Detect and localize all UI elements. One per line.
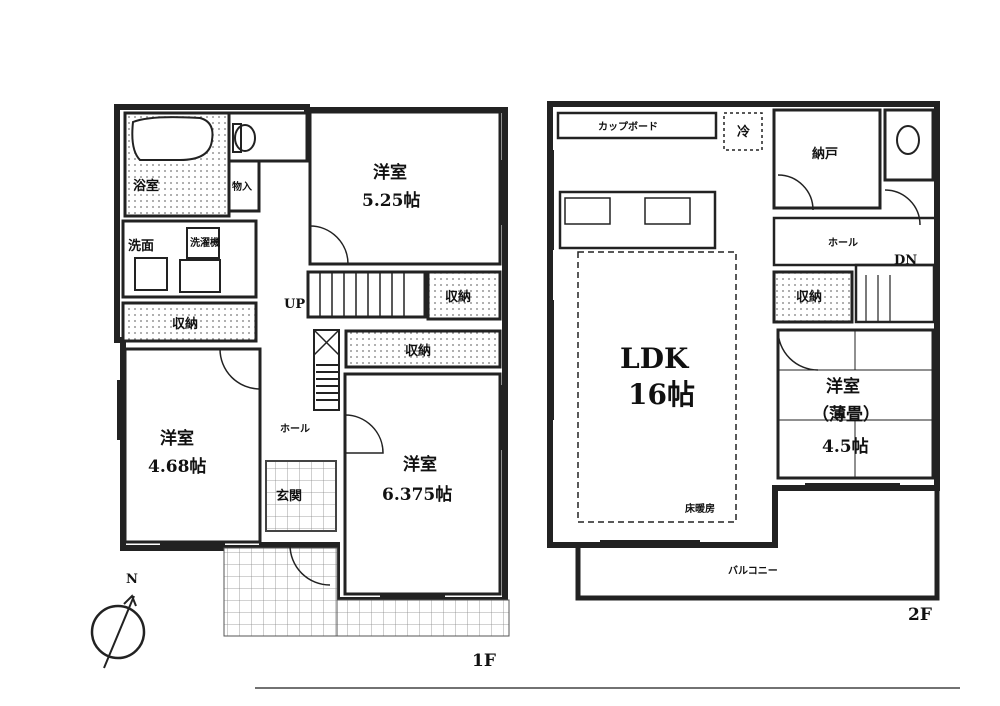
cupboard-label: カップボード [598, 120, 658, 133]
storage-top-label: 物入 [232, 180, 252, 193]
ldk-name: LDK [620, 342, 690, 375]
room-b-name: 洋室 [160, 428, 194, 449]
labels-2f: カップボード 冷 LDK 16帖 床暖房 納戸 ホール DN 収納 洋室 （薄畳… [598, 120, 932, 625]
room-2f-sub: （薄畳） [812, 404, 880, 425]
ldk-size: 16帖 [628, 378, 695, 411]
north-label: N [126, 572, 138, 587]
balcony-label: バルコニー [728, 565, 778, 577]
closet-label: 納戸 [812, 146, 838, 162]
floor-heat-label: 床暖房 [685, 502, 715, 515]
room-a-size: 5.25帖 [362, 190, 420, 211]
storage-right-label: 収納 [445, 289, 471, 305]
room-2f-name: 洋室 [826, 376, 860, 397]
bath-label: 浴室 [133, 178, 159, 194]
compass [90, 594, 146, 669]
wash-label: 洗面 [128, 238, 154, 254]
washer-label: 洗濯機 [190, 236, 220, 249]
storage-mid-label: 収納 [405, 343, 431, 359]
storage-2f-label: 収納 [796, 289, 822, 305]
floor-1f-label: 1F [472, 651, 496, 671]
entrance-label: 玄関 [276, 488, 302, 504]
room-c-name: 洋室 [403, 454, 437, 475]
floor-2f-label: 2F [908, 605, 932, 625]
room-b-size: 4.68帖 [148, 456, 206, 477]
hall-label-1f: ホール [280, 423, 310, 435]
fridge-label: 冷 [737, 124, 750, 140]
storage-left-label: 収納 [172, 316, 198, 332]
dn-label: DN [894, 253, 917, 268]
room-2f-size: 4.5帖 [822, 436, 869, 457]
labels-1f: 浴室 洗面 洗濯機 物入 収納 収納 収納 洋室 5.25帖 洋室 4.68帖 … [128, 162, 496, 671]
floor-1f [114, 104, 510, 637]
room-a-name: 洋室 [373, 162, 407, 183]
up-label: UP [284, 297, 305, 312]
hall-label-2f: ホール [828, 237, 858, 249]
room-c-size: 6.375帖 [382, 484, 452, 505]
floor-2f [547, 101, 940, 601]
